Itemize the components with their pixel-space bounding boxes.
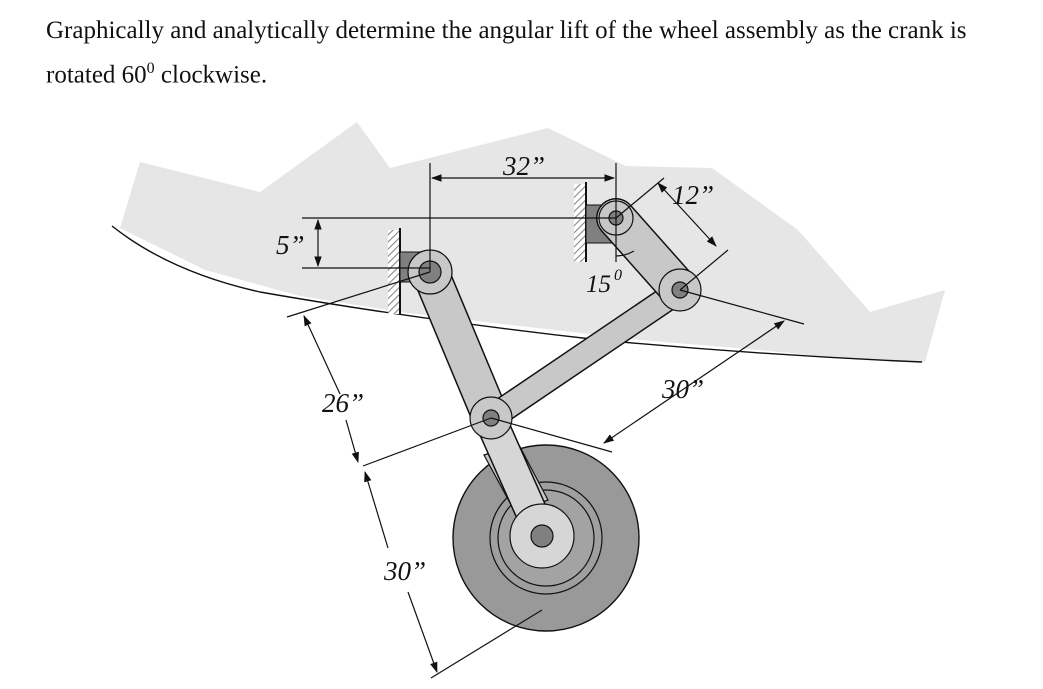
dimension-30-coupler bbox=[490, 289, 805, 453]
dimension-5-label: 5” bbox=[276, 230, 305, 260]
dimension-26 bbox=[286, 271, 492, 467]
left-ground-hatch bbox=[388, 230, 400, 314]
dimension-26-label: 26” bbox=[322, 388, 364, 418]
crank-angle-label: 15 bbox=[586, 271, 611, 298]
problem-degree-superscript: 0 bbox=[146, 60, 155, 77]
dimension-30-wheel-label: 30” bbox=[383, 556, 426, 586]
crank-angle-degree: 0 bbox=[614, 267, 622, 284]
coupler-link bbox=[478, 277, 693, 431]
dimension-32-label: 32” bbox=[502, 151, 545, 181]
fuselage-silhouette bbox=[120, 122, 945, 362]
wheel-arm-link bbox=[478, 413, 575, 569]
problem-text-end: clockwise. bbox=[154, 61, 268, 89]
upper-arm-link bbox=[411, 253, 510, 437]
dimension-30-wheel bbox=[364, 470, 543, 679]
dimension-12-label: 12” bbox=[672, 180, 714, 210]
crank-angle-indicator bbox=[615, 218, 635, 262]
problem-text-main: Graphically and analytically determine t… bbox=[46, 17, 967, 89]
dimension-30-coupler-label: 30” bbox=[661, 374, 704, 404]
right-ground-hatch bbox=[574, 184, 586, 262]
problem-statement: Graphically and analytically determine t… bbox=[46, 12, 1006, 94]
dimension-5 bbox=[302, 217, 616, 269]
axle-pin bbox=[530, 524, 554, 548]
dimension-12 bbox=[615, 177, 729, 291]
